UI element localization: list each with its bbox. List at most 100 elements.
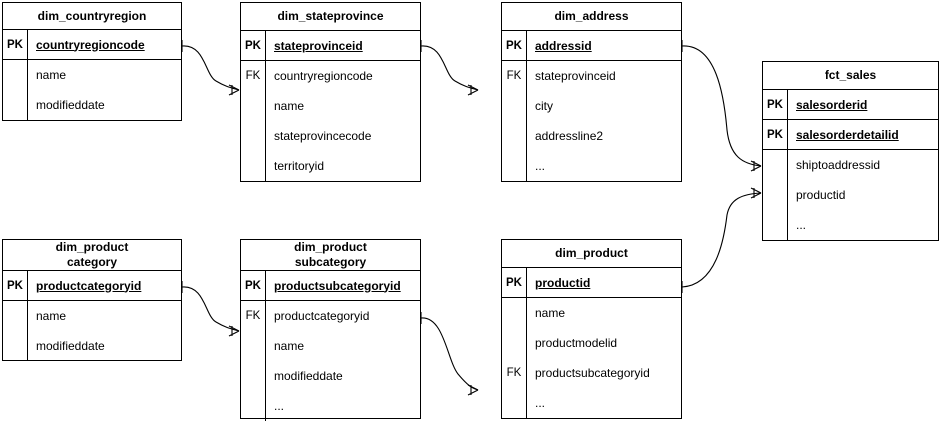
- attribute-list-column: stateprovinceid city addressline2 ...: [527, 61, 681, 181]
- table-row[interactable]: PK productcategoryid: [3, 271, 181, 301]
- table-row[interactable]: PK productid: [502, 268, 681, 298]
- field-name: salesorderid: [796, 97, 868, 112]
- field-name: ...: [796, 218, 807, 232]
- field-name: name: [535, 306, 566, 320]
- key-tag: [3, 90, 27, 120]
- entity-body: PK stateprovinceid FK countryregioncode …: [241, 31, 420, 181]
- attribute-key-column: FK: [502, 298, 527, 418]
- entity-title: dim_product subcategory: [241, 240, 420, 271]
- field-name: shiptoaddressid: [796, 158, 881, 172]
- field-name: productsubcategoryid: [274, 278, 401, 293]
- key-tag: PK: [241, 271, 266, 300]
- attribute-key-column: FK: [241, 301, 266, 421]
- table-row[interactable]: PK salesorderdetailid: [763, 120, 938, 150]
- key-tag: [502, 151, 526, 181]
- field-name: name: [36, 68, 67, 82]
- attribute-block: shiptoaddressid productid ...: [763, 150, 938, 240]
- entity-title: fct_sales: [763, 62, 938, 90]
- field-name: productcategoryid: [274, 309, 370, 323]
- relationship-subcategory-product: [420, 312, 479, 396]
- field-name: name: [274, 339, 305, 353]
- key-tag: [241, 91, 265, 121]
- key-tag: FK: [245, 310, 261, 322]
- key-tag: [502, 388, 526, 418]
- field-name: addressid: [535, 38, 592, 53]
- table-row[interactable]: PK countryregioncode: [3, 30, 181, 60]
- key-tag: [763, 180, 787, 210]
- relationship-product-sales: [681, 187, 762, 293]
- crowsfoot-icon: [750, 187, 762, 199]
- field-name: productsubcategoryid: [535, 366, 650, 380]
- entity-body: PK productid FK name productmodelid prod…: [502, 268, 681, 418]
- table-row[interactable]: PK salesorderid: [763, 90, 938, 120]
- field-name: productid: [796, 188, 846, 202]
- key-tag: PK: [763, 90, 788, 119]
- entity-body: PK productcategoryid name modifieddate: [3, 271, 181, 361]
- key-tag: [763, 150, 787, 180]
- entity-title: dim_stateprovince: [241, 3, 420, 31]
- entity-dim-address[interactable]: dim_address PK addressid FK stateprovinc…: [501, 2, 682, 182]
- attribute-key-column: FK: [502, 61, 527, 181]
- field-name: stateprovinceid: [274, 38, 363, 53]
- field-name: modifieddate: [36, 339, 105, 353]
- attribute-key-column: [763, 150, 788, 240]
- key-tag: FK: [245, 70, 261, 82]
- key-tag: [241, 121, 265, 151]
- attribute-key-column: [3, 60, 28, 120]
- key-tag: [241, 391, 265, 421]
- entity-title: dim_product category: [3, 240, 181, 271]
- attribute-list-column: name modifieddate: [28, 301, 181, 361]
- attribute-block: name modifieddate: [3, 60, 181, 120]
- key-tag: PK: [502, 31, 527, 60]
- entity-fct-sales[interactable]: fct_sales PK salesorderid PK salesorderd…: [762, 61, 939, 241]
- attribute-block: FK name productmodelid productsubcategor…: [502, 298, 681, 418]
- key-tag: [502, 298, 526, 328]
- crowsfoot-icon: [467, 384, 479, 396]
- attribute-list-column: name modifieddate: [28, 60, 181, 120]
- key-tag: PK: [763, 120, 788, 149]
- attribute-key-column: FK: [241, 61, 266, 181]
- entity-title: dim_product: [502, 240, 681, 268]
- key-tag: PK: [3, 30, 28, 59]
- entity-dim-productcategory[interactable]: dim_product category PK productcategoryi…: [2, 239, 182, 361]
- table-row[interactable]: PK addressid: [502, 31, 681, 61]
- attribute-list-column: countryregioncode name stateprovincecode…: [266, 61, 420, 181]
- field-name: modifieddate: [274, 369, 343, 383]
- key-tag: [502, 328, 526, 358]
- table-row[interactable]: PK stateprovinceid: [241, 31, 420, 61]
- entity-body: PK addressid FK stateprovinceid city add…: [502, 31, 681, 181]
- crowsfoot-icon: [467, 84, 479, 96]
- crowsfoot-icon: [750, 160, 762, 172]
- key-tag: PK: [502, 268, 527, 297]
- entity-title: dim_countryregion: [3, 3, 181, 30]
- field-name: city: [535, 99, 553, 113]
- field-name: productcategoryid: [36, 278, 142, 293]
- field-name: salesorderdetailid: [796, 127, 899, 142]
- entity-dim-stateprovince[interactable]: dim_stateprovince PK stateprovinceid FK …: [240, 2, 421, 182]
- key-tag: FK: [506, 70, 522, 82]
- relationship-countryregion-stateprovince: [181, 40, 240, 96]
- field-name: ...: [274, 399, 285, 413]
- field-name: territoryid: [274, 159, 325, 173]
- entity-dim-product[interactable]: dim_product PK productid FK name product…: [501, 239, 682, 419]
- key-tag: [502, 121, 526, 151]
- key-tag: [3, 331, 27, 361]
- relationship-productcategory-subcategory: [181, 281, 240, 337]
- entity-dim-productsubcategory[interactable]: dim_product subcategory PK productsubcat…: [240, 239, 421, 421]
- key-tag: PK: [241, 31, 266, 60]
- field-name: addressline2: [535, 129, 604, 143]
- table-row[interactable]: PK productsubcategoryid: [241, 271, 420, 301]
- attribute-list-column: productcategoryid name modifieddate ...: [266, 301, 420, 421]
- key-tag: [3, 60, 27, 90]
- attribute-block: name modifieddate: [3, 301, 181, 361]
- entity-body: PK productsubcategoryid FK productcatego…: [241, 271, 420, 421]
- attribute-key-column: [3, 301, 28, 361]
- field-name: modifieddate: [36, 98, 105, 112]
- attribute-block: FK stateprovinceid city addressline2 ...: [502, 61, 681, 181]
- field-name: ...: [535, 159, 546, 173]
- crowsfoot-icon: [228, 325, 240, 337]
- entity-dim-countryregion[interactable]: dim_countryregion PK countryregioncode n…: [2, 2, 182, 121]
- field-name: productmodelid: [535, 336, 618, 350]
- attribute-block: FK productcategoryid name modifieddate .…: [241, 301, 420, 421]
